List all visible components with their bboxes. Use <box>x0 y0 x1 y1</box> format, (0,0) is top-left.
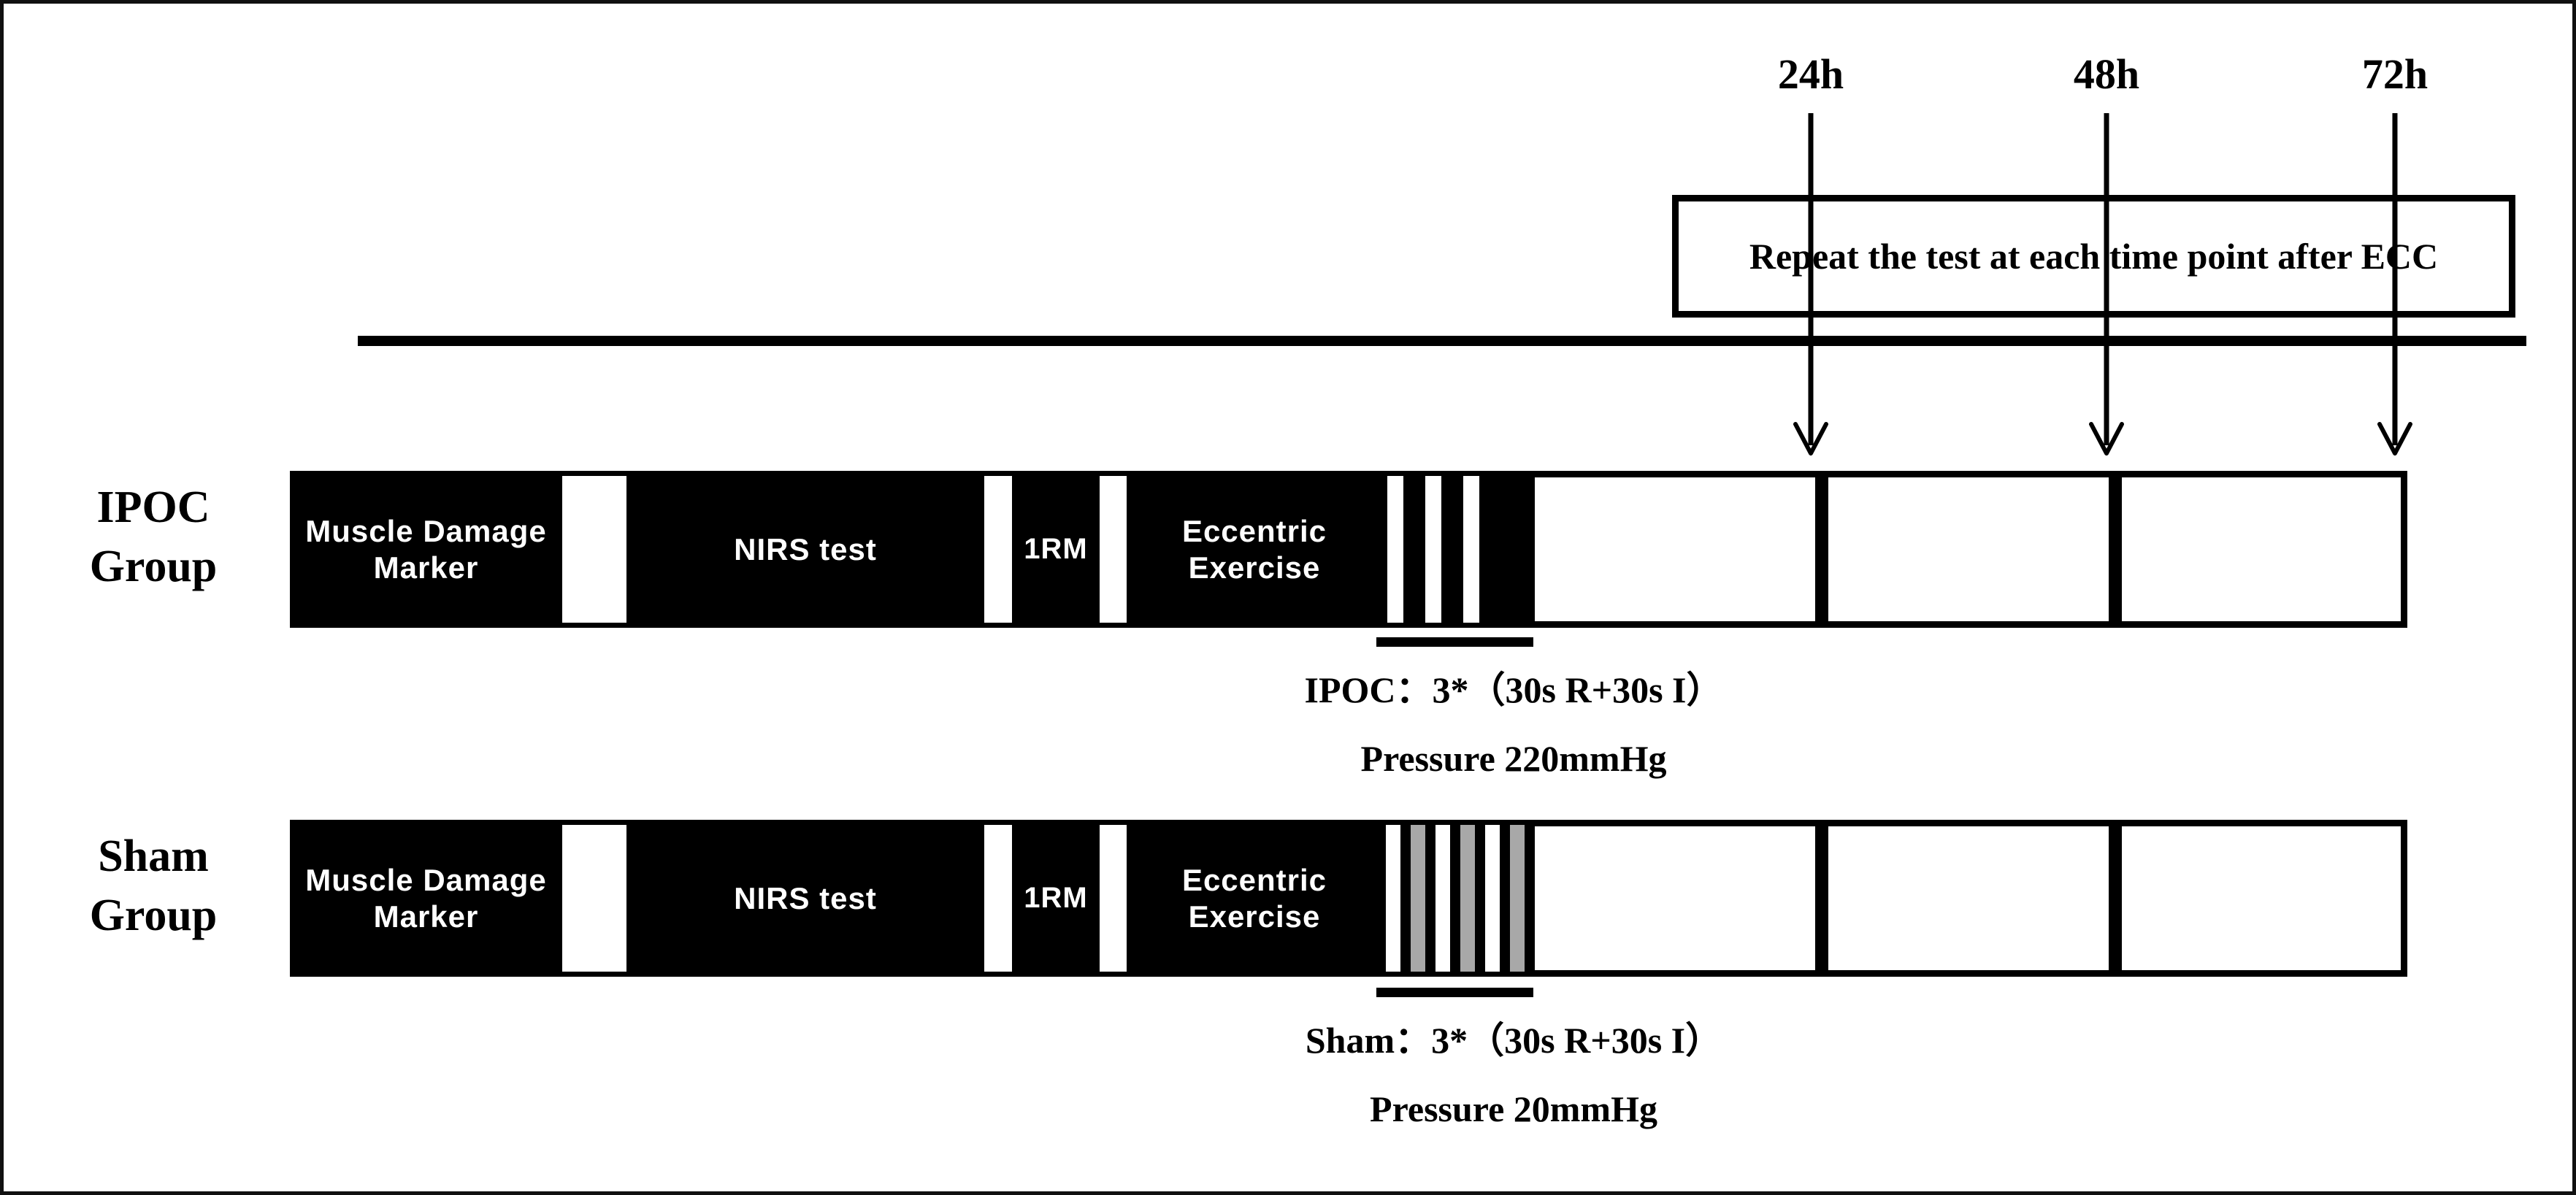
followup-box-ipoc-2 <box>1822 471 2115 628</box>
protocol-black-base-ipoc <box>290 471 1528 628</box>
annotation-pressure-ipoc: Pressure 220mmHg <box>1360 738 1667 779</box>
cuff-cycle-stripe-sham-3 <box>1435 825 1450 972</box>
cuff-cycle-stripe-sham-2 <box>1411 825 1425 972</box>
cuff-cycle-stripe-sham-1 <box>1386 825 1400 972</box>
annotation-bracket-sham <box>1376 988 1533 997</box>
group-label-line2-sham: Group <box>89 890 218 940</box>
followup-box-ipoc-3 <box>2115 471 2407 628</box>
protocol-black-base-sham <box>290 820 1528 977</box>
cuff-cycle-stripe-sham-5 <box>1485 825 1500 972</box>
timepoint-stem-bottom-24h <box>1808 318 1814 445</box>
phase-separator-gap1-ipoc <box>562 476 626 623</box>
annotation-protocol-sham: Sham：3*（30s R+30s I） <box>1305 1020 1722 1061</box>
timepoint-label-48h: 48h <box>2073 50 2140 98</box>
timepoint-stem-bottom-48h <box>2104 318 2109 445</box>
followup-box-sham-3 <box>2115 820 2407 977</box>
group-label-line1-ipoc: IPOC <box>96 483 210 532</box>
phase-separator-gap2-ipoc <box>984 476 1012 623</box>
repeat-test-box: Repeat the test at each time point after… <box>1672 195 2515 318</box>
followup-box-sham-1 <box>1528 820 1822 977</box>
timepoint-stem-top-48h <box>2104 113 2109 354</box>
cuff-cycle-stripe-ipoc-1 <box>1387 476 1403 623</box>
timepoint-arrow-icon-72h <box>2375 420 2415 459</box>
timepoint-label-24h: 24h <box>1777 50 1844 98</box>
phase-separator-gap1-sham <box>562 825 626 972</box>
group-label-line1-sham: Sham <box>98 831 209 881</box>
group-label-ipoc: IPOC Group <box>33 478 274 596</box>
timepoint-stem-top-72h <box>2392 113 2398 354</box>
group-label-line2-ipoc: Group <box>89 541 218 591</box>
phase-separator-gap3-ipoc <box>1100 476 1127 623</box>
followup-box-ipoc-1 <box>1528 471 1822 628</box>
phase-separator-gap3-sham <box>1100 825 1127 972</box>
timepoint-label-72h: 72h <box>2361 50 2429 98</box>
timepoint-arrow-icon-48h <box>2087 420 2126 459</box>
annotation-pressure-sham: Pressure 20mmHg <box>1370 1088 1657 1129</box>
timeline-axis <box>358 336 2526 346</box>
followup-box-sham-2 <box>1822 820 2115 977</box>
cuff-cycle-stripe-ipoc-3 <box>1463 476 1479 623</box>
annotation-bracket-ipoc <box>1376 637 1533 647</box>
cuff-cycle-stripe-sham-6 <box>1510 825 1525 972</box>
cuff-cycle-stripe-sham-4 <box>1460 825 1475 972</box>
timepoint-stem-top-24h <box>1808 113 1814 354</box>
repeat-test-label: Repeat the test at each time point after… <box>1749 236 2439 277</box>
phase-separator-gap2-sham <box>984 825 1012 972</box>
cuff-cycle-stripe-ipoc-2 <box>1425 476 1441 623</box>
timepoint-stem-bottom-72h <box>2392 318 2398 445</box>
annotation-protocol-ipoc: IPOC：3*（30s R+30s I） <box>1304 669 1723 710</box>
timepoint-arrow-icon-24h <box>1791 420 1831 459</box>
